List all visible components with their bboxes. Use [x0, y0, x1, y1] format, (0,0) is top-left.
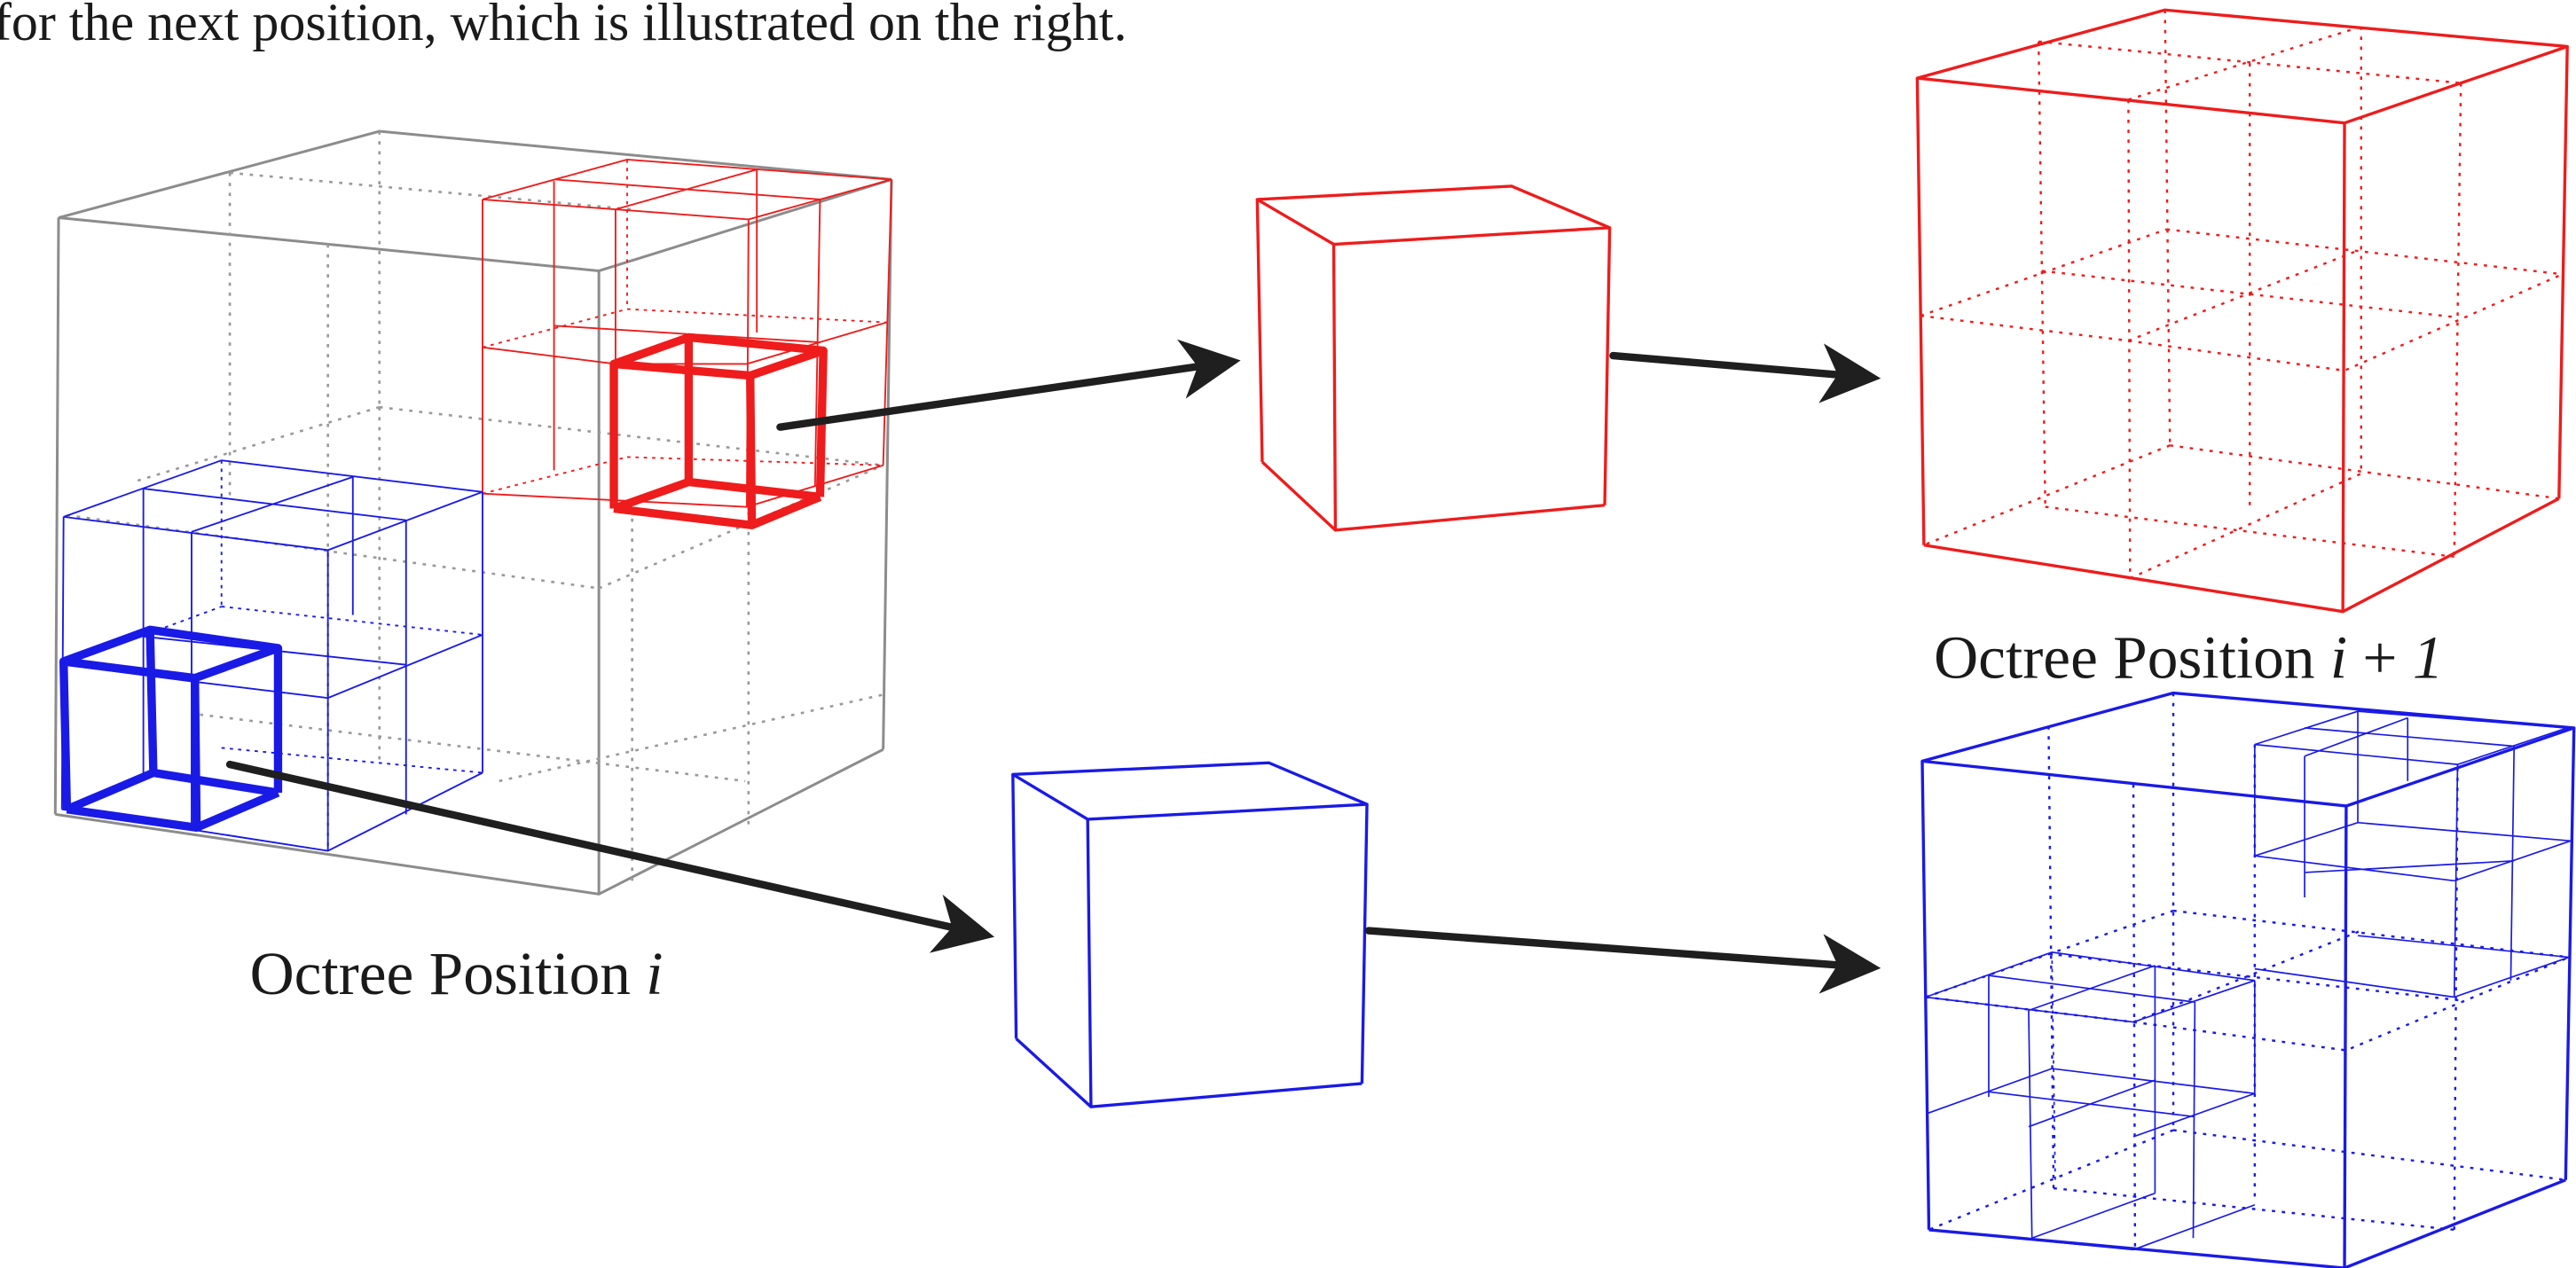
- caption-octree-position-i: Octree Position i: [250, 939, 664, 1007]
- caption-octree-position-next: Octree Position i + 1: [1934, 623, 2443, 692]
- caption-next-var: i: [2330, 623, 2347, 692]
- red-cell-extracted: [1255, 184, 1612, 532]
- blue-octree-outline: [1920, 691, 2576, 1268]
- arrow-red-cell-to-octree: [1609, 343, 1881, 403]
- arrow-blue-cell-to-octree: [1364, 927, 1881, 994]
- red-octree-next: [1915, 8, 2569, 614]
- red-octree-grid: [1920, 10, 2564, 580]
- blue-selected-cell: [59, 625, 283, 833]
- caption-next-plus: +: [2347, 623, 2413, 692]
- caption-next-prefix: Octree Position: [1934, 623, 2330, 692]
- blue-octree-subcells: [1925, 710, 2572, 1251]
- red-octree-outline: [1915, 8, 2569, 614]
- caption-i-var: i: [646, 939, 663, 1007]
- blue-octree-grid: [1925, 693, 2570, 1250]
- outer-cube-grid: [67, 131, 884, 881]
- octree-position-i: [53, 129, 893, 896]
- red-selected-cell: [609, 333, 828, 529]
- caption-next-one: 1: [2413, 623, 2444, 692]
- intro-text: for the next position, which is illustra…: [0, 0, 1127, 51]
- blue-cell-extracted: [1011, 761, 1369, 1108]
- arrow-red-to-cell: [776, 339, 1241, 431]
- blue-octree-next: [1920, 691, 2576, 1268]
- red-suboctant: [482, 158, 892, 508]
- arrow-blue-to-cell: [225, 760, 995, 953]
- arrows: [225, 339, 1881, 994]
- caption-i-prefix: Octree Position: [250, 939, 647, 1007]
